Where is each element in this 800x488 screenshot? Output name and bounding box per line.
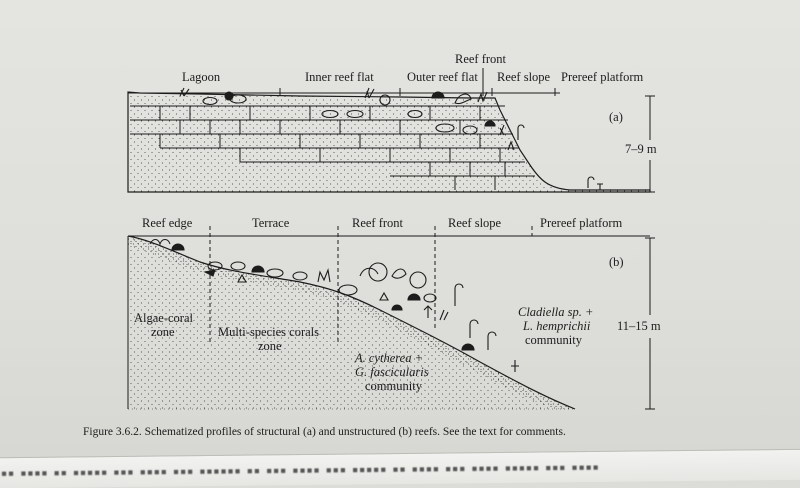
profile-a-organisms (179, 87, 603, 190)
profile-b-depth-marker (645, 237, 655, 410)
depth-label-a: 7–9 m (625, 142, 657, 156)
profile-a: Lagoon Inner reef flat Outer reef flat R… (127, 52, 657, 193)
label-reef-slope-a: Reef slope (497, 70, 551, 84)
profile-a-brick-layers (130, 105, 535, 190)
community-acytherea-line3: community (365, 379, 423, 393)
community-multi-species-line2: zone (258, 339, 282, 353)
community-acytherea-line2: G. fascicularis (355, 365, 429, 379)
profile-a-zone-ticks (279, 68, 556, 96)
profile-b-organisms (149, 238, 519, 372)
community-multi-species-line1: Multi-species corals (218, 325, 319, 339)
community-cladiella-line3: community (525, 333, 583, 347)
label-reef-front-a: Reef front (455, 52, 507, 66)
label-prereef-platform-a: Prereef platform (561, 70, 644, 84)
depth-label-b: 11–15 m (617, 319, 661, 333)
label-terrace: Terrace (252, 216, 290, 230)
community-cladiella-line2: L. hemprichii (522, 319, 591, 333)
community-algae-coral-line1: Algae-coral (134, 311, 194, 325)
community-acytherea-line1: A. cytherea + (354, 351, 423, 365)
panel-label-a: (a) (609, 110, 623, 124)
community-cladiella-line1: Cladiella sp. + (518, 305, 593, 319)
reef-profiles-diagram: Lagoon Inner reef flat Outer reef flat R… (127, 52, 661, 410)
profile-b-zone-separators (209, 226, 533, 345)
community-algae-coral-line2: zone (151, 325, 175, 339)
figure-caption: Figure 3.6.2. Schematized profiles of st… (83, 426, 566, 438)
next-page-blurred-text: ▪▪▪ ▪▪▪▪ ▪▪ ▪▪▪▪▪ ▪▪▪ ▪▪▪▪ ▪▪▪ ▪▪▪▪▪▪ ▪▪… (0, 457, 600, 484)
profile-a-depth-marker (645, 95, 655, 193)
label-lagoon: Lagoon (182, 70, 221, 84)
label-inner-reef-flat: Inner reef flat (305, 70, 374, 84)
profile-b: Reef edge Terrace Reef front Reef slope … (127, 216, 661, 410)
label-prereef-platform-b: Prereef platform (540, 216, 623, 230)
label-reef-slope-b: Reef slope (448, 216, 502, 230)
panel-label-b: (b) (609, 255, 624, 269)
label-reef-front-b: Reef front (352, 216, 404, 230)
label-reef-edge: Reef edge (142, 216, 193, 230)
label-outer-reef-flat: Outer reef flat (407, 70, 478, 84)
profile-a-reef-body (127, 91, 651, 193)
